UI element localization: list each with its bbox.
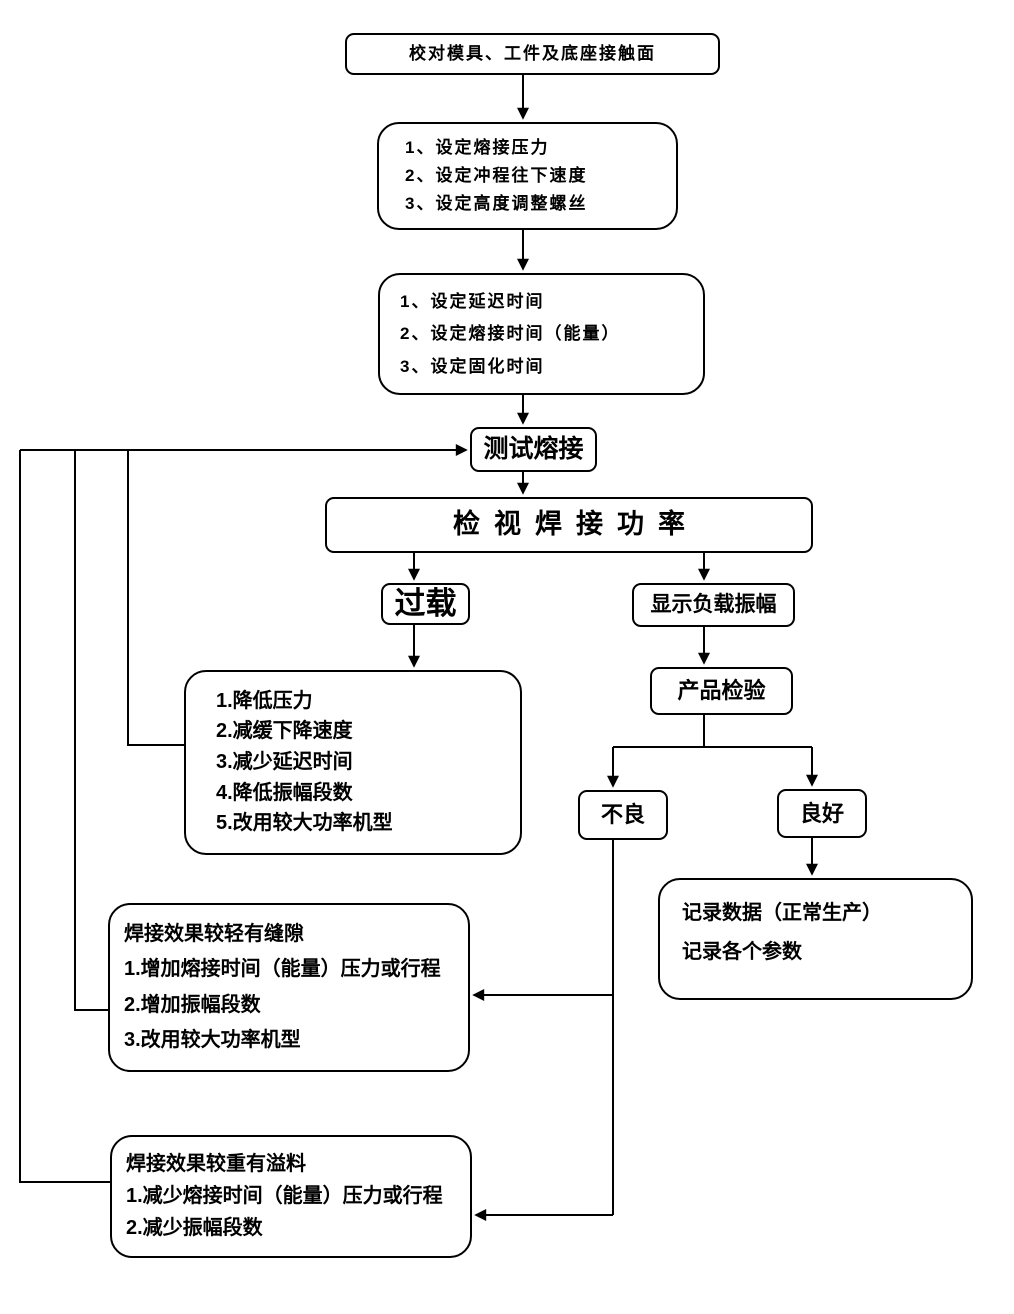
light-gap-fix-line-2: 2.增加振幅段数 bbox=[124, 993, 261, 1016]
light-gap-fix-line-3: 3.改用较大功率机型 bbox=[124, 1028, 301, 1051]
overload-fix-line-1: 1.降低压力 bbox=[216, 689, 313, 712]
node-show-amplitude: 显示负载振幅 bbox=[632, 583, 795, 627]
calibrate-text: 校对模具、工件及底座接触面 bbox=[409, 44, 656, 64]
node-light-gap-fix: 焊接效果较轻有缝隙 1.增加熔接时间（能量）压力或行程 2.增加振幅段数 3.改… bbox=[108, 903, 470, 1072]
setup1-line-2: 2、设定冲程往下速度 bbox=[405, 166, 588, 186]
setup2-line-3: 3、设定固化时间 bbox=[400, 357, 545, 377]
overload-text: 过载 bbox=[394, 585, 457, 621]
overload-fix-line-2: 2.减缓下降速度 bbox=[216, 720, 353, 743]
node-heavy-flash-fix: 焊接效果较重有溢料 1.减少熔接时间（能量）压力或行程 2.减少振幅段数 bbox=[110, 1135, 472, 1258]
record-line-2: 记录各个参数 bbox=[682, 941, 802, 963]
heavy-flash-fix-line-1: 1.减少熔接时间（能量）压力或行程 bbox=[126, 1184, 443, 1207]
check-power-text: 检视焊接功率 bbox=[453, 509, 699, 540]
overload-fix-line-5: 5.改用较大功率机型 bbox=[216, 812, 393, 835]
record-line-1: 记录数据（正常生产） bbox=[682, 902, 882, 924]
overload-fix-line-3: 3.减少延迟时间 bbox=[216, 750, 353, 773]
line-feedback-from-flashfix bbox=[19, 450, 110, 1183]
defective-text: 不良 bbox=[600, 802, 645, 828]
overload-fix-line-4: 4.降低振幅段数 bbox=[216, 781, 353, 804]
node-good: 良好 bbox=[777, 789, 867, 838]
node-overload-fix: 1.降低压力 2.减缓下降速度 3.减少延迟时间 4.降低振幅段数 5.改用较大… bbox=[184, 670, 522, 855]
node-setup-machine: 1、设定熔接压力 2、设定冲程往下速度 3、设定高度调整螺丝 bbox=[377, 122, 678, 230]
good-text: 良好 bbox=[799, 800, 844, 826]
node-product-inspect: 产品检验 bbox=[650, 667, 793, 715]
heavy-flash-fix-title: 焊接效果较重有溢料 bbox=[126, 1153, 306, 1176]
show-amplitude-text: 显示负载振幅 bbox=[650, 592, 777, 616]
node-check-power: 检视焊接功率 bbox=[325, 497, 813, 553]
product-inspect-text: 产品检验 bbox=[677, 678, 766, 704]
test-weld-text: 测试熔接 bbox=[483, 434, 584, 463]
setup2-line-2: 2、设定熔接时间（能量） bbox=[400, 324, 621, 344]
node-defective: 不良 bbox=[578, 790, 668, 840]
node-record-data: 记录数据（正常生产） 记录各个参数 bbox=[658, 878, 973, 1000]
node-setup-timers: 1、设定延迟时间 2、设定熔接时间（能量） 3、设定固化时间 bbox=[378, 273, 705, 395]
node-calibrate: 校对模具、工件及底座接触面 bbox=[345, 33, 720, 75]
setup1-line-1: 1、设定熔接压力 bbox=[405, 138, 550, 158]
setup1-line-3: 3、设定高度调整螺丝 bbox=[405, 194, 588, 214]
light-gap-fix-line-1: 1.增加熔接时间（能量）压力或行程 bbox=[124, 958, 441, 981]
heavy-flash-fix-line-2: 2.减少振幅段数 bbox=[126, 1216, 263, 1239]
node-test-weld: 测试熔接 bbox=[470, 427, 597, 472]
node-overload: 过载 bbox=[381, 583, 470, 625]
light-gap-fix-title: 焊接效果较轻有缝隙 bbox=[124, 923, 304, 946]
line-feedback-from-gapfix bbox=[74, 450, 108, 1011]
line-feedback-from-overloadfix bbox=[127, 450, 184, 746]
setup2-line-1: 1、设定延迟时间 bbox=[400, 291, 545, 311]
